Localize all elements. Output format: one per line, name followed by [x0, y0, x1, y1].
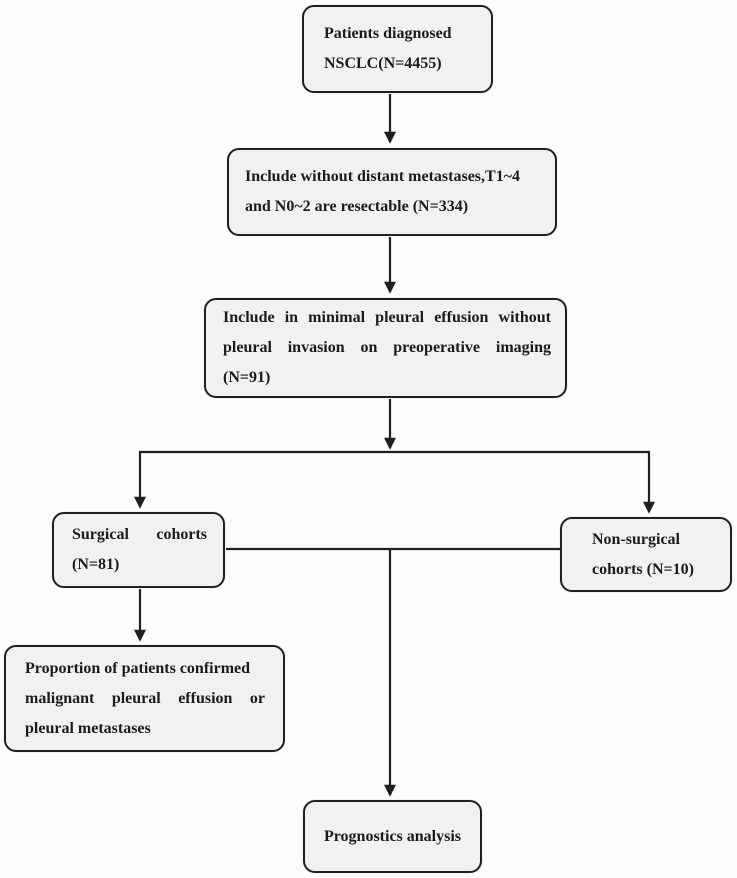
- box-include-resectable: Include without distant metastases,T1~4 …: [227, 148, 557, 236]
- box-prognostics-analysis: Prognostics analysis: [303, 800, 482, 873]
- box-text-line: pleural metastases: [25, 719, 151, 737]
- box-text-line: Non-surgical: [592, 530, 680, 548]
- box-non-surgical-cohorts: Non-surgical cohorts (N=10): [560, 517, 732, 592]
- box-text-line: Include without distant metastases,T1~4: [245, 168, 521, 185]
- box-proportion-confirmed: Proportion of patients confirmed maligna…: [4, 645, 285, 752]
- box-text-line: Prognostics analysis: [323, 827, 462, 845]
- box-text-line: (N=81): [72, 556, 120, 573]
- box-text-line: Proportion of patients confirmed: [25, 659, 251, 677]
- box-text-line: malignant pleural effusion or: [25, 689, 265, 707]
- box-text-line: NSCLC(N=4455): [324, 55, 442, 72]
- box-text-line: cohorts (N=10): [592, 560, 694, 578]
- box-text-line: Include in minimal pleural effusion with…: [223, 309, 551, 326]
- box-text-line: and N0~2 are resectable (N=334): [245, 198, 469, 215]
- box-text-line: pleural invasion on preoperative imaging: [223, 339, 551, 356]
- box-minimal-pleural-effusion: Include in minimal pleural effusion with…: [204, 298, 567, 398]
- box-text-line: Surgical cohorts: [72, 526, 207, 543]
- box-text-line: Patients diagnosed: [324, 25, 452, 42]
- box-text-line: (N=91): [223, 369, 271, 386]
- box-surgical-cohorts: Surgical cohorts (N=81): [52, 512, 225, 588]
- box-patients-diagnosed: Patients diagnosed NSCLC(N=4455): [302, 5, 493, 93]
